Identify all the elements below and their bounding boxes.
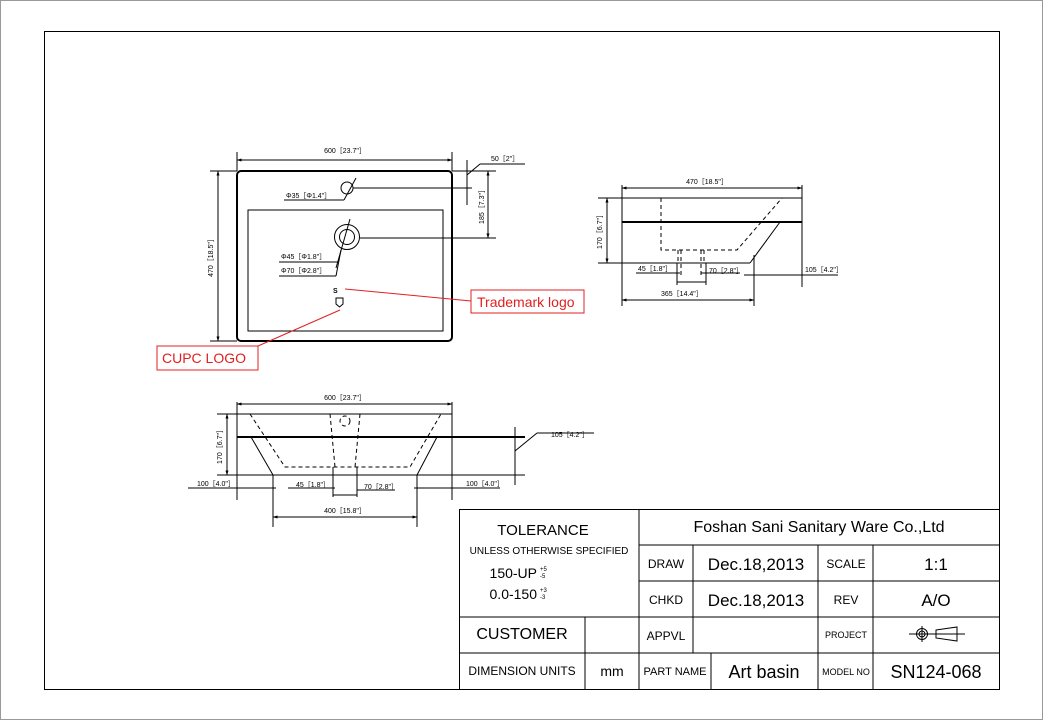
tolerance-2-minus: -3 [540, 595, 546, 601]
trademark-logo: S [333, 288, 338, 295]
trademark-callout [470, 289, 585, 314]
scale-value: 1:1 [924, 555, 948, 574]
third-angle-projection-icon [909, 626, 965, 642]
tolerance-2-plus: +3 [540, 588, 548, 594]
front-height-dim: 170［6.7"］ [216, 426, 224, 464]
top-view: 600［23.7"］ 470［18.5"］ 50［2"］ 185［7.3"］ Φ… [156, 147, 585, 371]
front-bowl-depth-dim: 105［4.2"］ [551, 431, 589, 439]
chkd-date: Dec.18,2013 [708, 591, 804, 610]
front-view: 600［23.7"］ 170［6.7"］ 105［4.2"］ 100［4.0"］… [188, 394, 594, 527]
front-bottom-width-dim: 400［15.8"］ [324, 507, 366, 515]
side-height-dim: 170［6.7"］ [596, 211, 604, 249]
side-drain-inner-dim: 45［1.8"］ [638, 265, 672, 273]
basin-outline [236, 170, 453, 342]
drain-outer-circle [334, 224, 360, 250]
tolerance-subtitle: UNLESS OTHERWISE SPECIFIED [470, 546, 629, 557]
tolerance-1-minus: -5 [540, 574, 546, 580]
side-view: 470［18.5"］ 170［6.7"］ 45［1.8"］ 70［2.8"］ 1… [596, 178, 843, 306]
model-no-label: MODEL NO [822, 667, 870, 677]
side-width-dim: 470［18.5"］ [686, 178, 728, 186]
tolerance-1-plus: +5 [540, 567, 548, 573]
top-width-dim: 600［23.7"］ [324, 147, 366, 155]
rev-value: A/O [921, 591, 950, 610]
dimension-units-value: mm [600, 663, 623, 679]
cupc-logo-icon [335, 297, 344, 308]
part-name-value: Art basin [728, 662, 799, 682]
drain-inner-dim: Φ45［Φ1.8"］ [281, 253, 326, 261]
dimension-units-label: DIMENSION UNITS [468, 664, 575, 678]
side-drain-outer-dim: 70［2.8"］ [709, 267, 743, 275]
tap-hole-dim: Φ35［Φ1.4"］ [286, 192, 331, 200]
front-drain-inner-dim: 45［1.8"］ [296, 481, 330, 489]
cupc-callout [156, 345, 259, 371]
drain-offset-dim: 185［7.3"］ [478, 186, 486, 224]
scale-label: SCALE [826, 557, 865, 571]
customer-label: CUSTOMER [476, 626, 567, 643]
part-name-label: PART NAME [644, 666, 707, 678]
front-left-slope-dim: 100［4.0"］ [197, 480, 235, 488]
side-drain-pos-dim: 365［14.4"］ [661, 290, 703, 298]
bowl-outline [247, 209, 444, 332]
project-label: PROJECT [825, 630, 868, 640]
appvl-label: APPVL [647, 629, 686, 643]
side-slope-dim: 105［4.2"］ [805, 266, 843, 274]
front-right-slope-dim: 100［4.0"］ [466, 480, 504, 488]
front-width-dim: 600［23.7"］ [324, 394, 366, 402]
title-block: TOLERANCE UNLESS OTHERWISE SPECIFIED 150… [459, 509, 1000, 690]
tap-offset-dim: 50［2"］ [491, 155, 519, 163]
model-no-value: SN124-068 [890, 662, 981, 682]
draw-label: DRAW [648, 557, 685, 571]
chkd-label: CHKD [649, 593, 683, 607]
draw-date: Dec.18,2013 [708, 555, 804, 574]
rev-label: REV [834, 593, 859, 607]
company-name: Foshan Sani Sanitary Ware Co.,Ltd [693, 519, 944, 536]
tolerance-range-1: 150-UP [490, 565, 537, 581]
cupc-label: CUPC LOGO [162, 350, 246, 366]
front-drain-outer-dim: 70［2.8"］ [364, 483, 398, 491]
tolerance-title: TOLERANCE [497, 522, 588, 539]
tolerance-range-2: 0.0-150 [490, 586, 538, 602]
top-depth-dim: 470［18.5"］ [207, 235, 215, 277]
trademark-label: Trademark logo [477, 294, 575, 310]
drain-outer-dim: Φ70［Φ2.8"］ [281, 267, 326, 275]
